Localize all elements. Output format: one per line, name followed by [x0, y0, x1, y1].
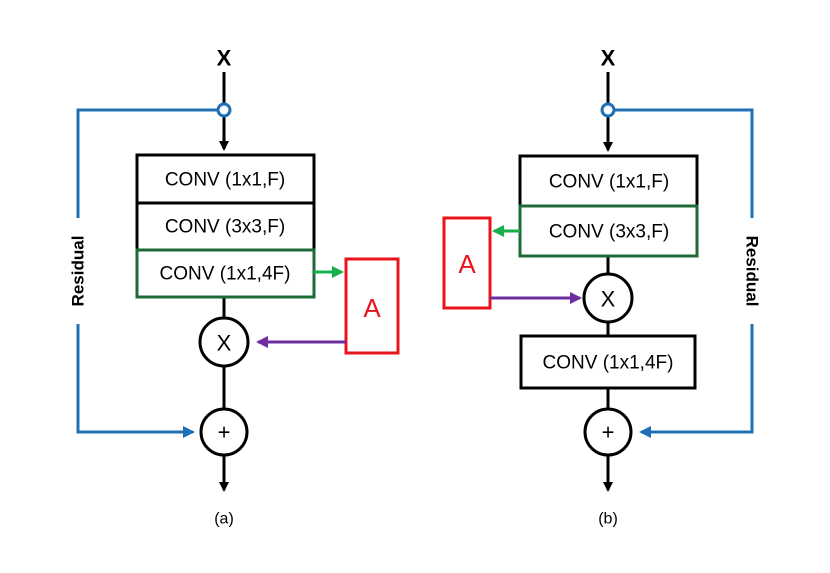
residual-label: Residual	[743, 236, 762, 307]
multiply-symbol: X	[217, 331, 232, 356]
conv-block-label: CONV (1x1,F)	[549, 172, 669, 193]
conv-block-label: CONV (1x1,4F)	[543, 353, 674, 374]
residual-label-bg	[740, 218, 764, 324]
conv-block-1x1-f	[135, 153, 316, 205]
conv-block-label: CONV (3x3,F)	[165, 217, 285, 238]
attention-label: A	[363, 293, 381, 323]
caption: (a)	[214, 511, 234, 528]
input-label: X	[601, 46, 616, 71]
add-node	[583, 407, 633, 457]
multiply-symbol: X	[601, 287, 616, 312]
residual-label-bg	[66, 218, 90, 324]
conv-block-3x3-f	[518, 204, 699, 258]
residual-label: Residual	[69, 236, 88, 307]
attention-label: A	[458, 249, 476, 279]
input-label: X	[217, 46, 232, 71]
multiply-node	[198, 316, 250, 368]
add-symbol: +	[602, 420, 615, 445]
conv-block-label: CONV (1x1,4F)	[160, 264, 291, 285]
add-node	[199, 407, 249, 457]
conv-block-label: CONV (3x3,F)	[549, 222, 669, 243]
conv-block-label: CONV (1x1,F)	[165, 170, 285, 191]
caption: (b)	[598, 511, 618, 528]
multiply-node	[582, 272, 634, 324]
add-symbol: +	[218, 420, 231, 445]
branch-point-icon	[600, 102, 616, 118]
conv-block-1x1-4f	[519, 334, 697, 390]
branch-point-icon	[216, 102, 232, 118]
attention-box	[442, 216, 492, 310]
attention-box	[344, 257, 400, 355]
diagram-b: X Residual CONV (1x1,F) CONV (3x3,F) A X…	[442, 46, 764, 528]
diagram-a: X Residual CONV (1x1,F) CONV (3x3,F) CON…	[66, 46, 400, 528]
